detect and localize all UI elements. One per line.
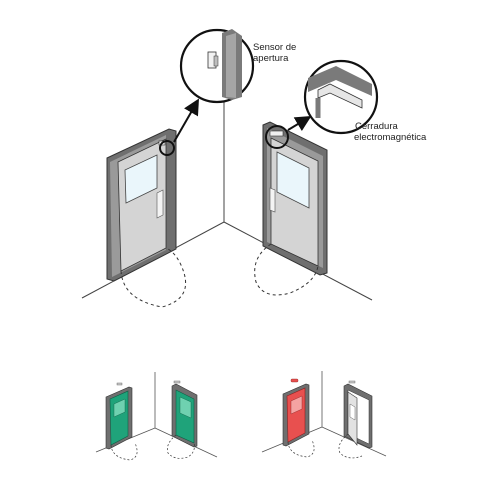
door-window-right-top [276,151,310,209]
magnifier-callout-sensor-icon [159,28,255,156]
door-window-left-top [124,154,158,204]
lock-label-line2: electromagnética [354,132,427,143]
alarm-light [290,378,299,383]
door-green-right [167,380,198,459]
electromagnetic-lock-small [269,130,284,137]
sensor-label-line2: apertura [253,53,289,64]
door-green-left [105,382,138,461]
sensor-label: Sensor de apertura [253,42,296,64]
sensor-label-line1: Sensor de [253,42,297,53]
door-right-top [254,121,328,296]
door-red-left [282,378,315,458]
door-open-right [338,380,373,459]
lock-label: Cerradura electromagnética [354,121,427,143]
magnifier-callout-lock-icon [265,59,379,149]
lock-label-line1: Cerradura [355,121,398,132]
door-left-top [106,128,186,308]
